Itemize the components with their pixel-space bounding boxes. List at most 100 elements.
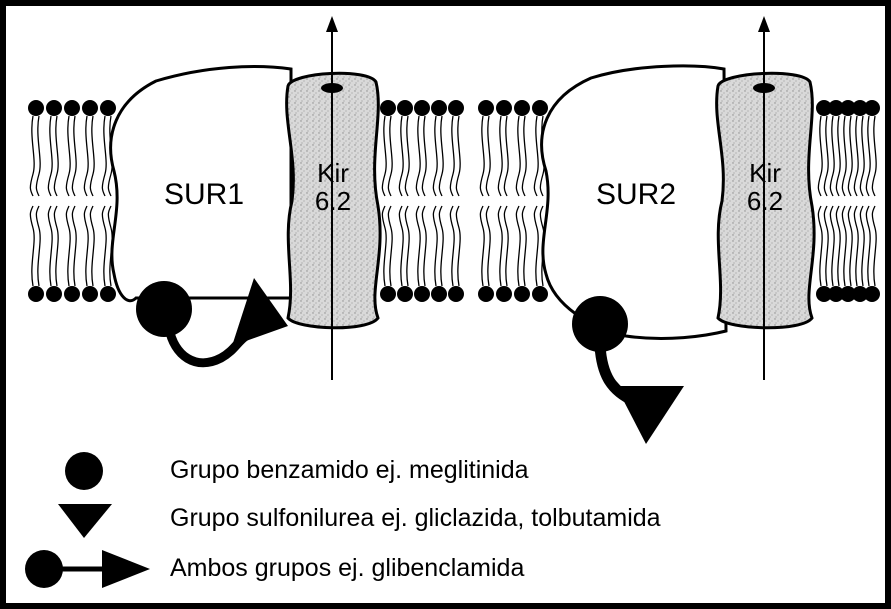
lipid-head	[478, 100, 494, 116]
lipid-tail	[522, 116, 526, 196]
lipid-tail	[848, 206, 852, 286]
lipid-tail	[824, 116, 828, 196]
lipid-head	[478, 286, 494, 302]
lipid-tail	[36, 116, 40, 196]
membrane-right-sur1	[380, 100, 464, 302]
site-b-label-1: B	[156, 297, 172, 324]
lipid-tail	[860, 206, 864, 286]
lipid-tail	[480, 206, 484, 286]
lipid-tail	[848, 116, 852, 196]
lipid-tail	[522, 206, 526, 286]
lipid-tail	[534, 116, 538, 196]
lipid-tail	[416, 116, 420, 196]
lipid-tail	[872, 116, 876, 196]
lipid-tail	[382, 206, 386, 286]
membrane-right-sur2	[816, 100, 880, 302]
panel-sur1: B S SUR1 Kir 6.2	[28, 16, 464, 380]
lipid-head	[448, 286, 464, 302]
lipid-tail	[422, 116, 426, 196]
legend-text-combined: Ambos grupos ej. glibenclamida	[170, 554, 524, 583]
lipid-tail	[90, 206, 94, 286]
kir-label-2: Kir	[749, 158, 781, 188]
lipid-tail	[866, 116, 870, 196]
lipid-tail	[405, 116, 409, 196]
lipid-tail	[866, 206, 870, 286]
b-s-linker-1	[169, 328, 246, 363]
lipid-tail	[818, 116, 822, 196]
lipid-tail	[388, 206, 392, 286]
lipid-head	[864, 286, 880, 302]
lipid-head	[414, 286, 430, 302]
lipid-tail	[830, 116, 834, 196]
lipid-tail	[48, 116, 52, 196]
lipid-head	[82, 100, 98, 116]
lipid-head	[431, 100, 447, 116]
lipid-tail	[504, 206, 508, 286]
lipid-tail	[102, 116, 106, 196]
site-s-label-1: S	[242, 314, 257, 339]
lipid-tail	[830, 206, 834, 286]
legend-text-benzamide: Grupo benzamido ej. meglitinida	[170, 456, 529, 485]
lipid-head	[46, 100, 62, 116]
svg-text:B: B	[37, 557, 52, 582]
lipid-head	[28, 100, 44, 116]
lipid-tail	[480, 116, 484, 196]
lipid-head	[431, 286, 447, 302]
lipid-tail	[486, 116, 490, 196]
lipid-tail	[72, 206, 76, 286]
benzamide-circle-icon: B	[6, 450, 156, 492]
lipid-tail	[439, 206, 443, 286]
arrowhead-icon	[758, 16, 770, 32]
lipid-tail	[405, 206, 409, 286]
lipid-tail	[450, 116, 454, 196]
kir-subunit-label-1: 6.2	[315, 186, 351, 216]
lipid-tail	[516, 206, 520, 286]
lipid-tail	[486, 206, 490, 286]
lipid-head	[380, 286, 396, 302]
lipid-head	[100, 100, 116, 116]
legend-item-sulfonylurea: S Grupo sulfonilurea ej. gliclazida, tol…	[6, 498, 866, 540]
membrane-left-sur1	[28, 100, 116, 302]
legend-item-combined: B S Ambos grupos ej. glibenclamida	[6, 548, 866, 590]
sulfonylurea-triangle-icon: S	[6, 498, 156, 540]
svg-text:S: S	[78, 507, 91, 529]
lipid-tail	[818, 206, 822, 286]
site-s-label-2: S	[641, 398, 656, 423]
svg-text:B: B	[77, 459, 92, 484]
lipid-tail	[504, 116, 508, 196]
lipid-head	[414, 100, 430, 116]
legend-text-sulfonylurea: Grupo sulfonilurea ej. gliclazida, tolbu…	[170, 504, 661, 533]
lipid-head	[514, 286, 530, 302]
lipid-tail	[836, 116, 840, 196]
lipid-tail	[102, 206, 106, 286]
lipid-tail	[399, 206, 403, 286]
lipid-head	[532, 286, 548, 302]
lipid-tail	[872, 206, 876, 286]
lipid-tail	[54, 206, 58, 286]
membrane-left-sur2	[478, 100, 548, 302]
lipid-tail	[30, 116, 34, 196]
lipid-tail	[399, 116, 403, 196]
lipid-head	[496, 286, 512, 302]
lipid-head	[864, 100, 880, 116]
lipid-tail	[422, 206, 426, 286]
lipid-head	[514, 100, 530, 116]
sur2-label: SUR2	[596, 178, 676, 211]
panel-sur2: B S SUR2 Kir 6.2	[478, 16, 880, 444]
lipid-tail	[860, 116, 864, 196]
lipid-tail	[36, 206, 40, 286]
lipid-tail	[416, 206, 420, 286]
lipid-head	[397, 286, 413, 302]
lipid-head	[100, 286, 116, 302]
combined-bs-icon: B S	[6, 548, 166, 590]
kir-subunit-label-2: 6.2	[747, 186, 783, 216]
lipid-tail	[382, 116, 386, 196]
lipid-tail	[433, 116, 437, 196]
lipid-tail	[66, 116, 70, 196]
lipid-tail	[90, 116, 94, 196]
lipid-tail	[516, 116, 520, 196]
sur1-label: SUR1	[164, 178, 244, 211]
lipid-tail	[836, 206, 840, 286]
lipid-tail	[498, 116, 502, 196]
